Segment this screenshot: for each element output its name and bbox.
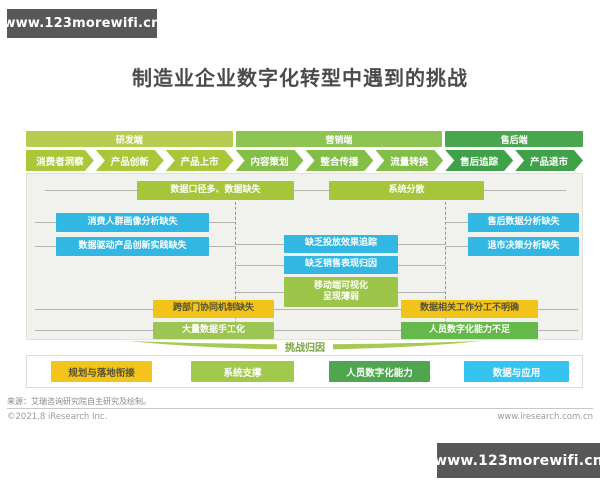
watermark-top: www.123morewifi.cn — [3, 9, 160, 38]
stage-band-marketing: 营销端 — [235, 131, 443, 147]
category-planning: 规划与落地衔接 — [51, 361, 152, 382]
challenge-mobile-visualization: 移动端可视化 呈现薄弱 — [284, 277, 398, 307]
stage-band-aftersales: 售后端 — [445, 131, 583, 147]
step-integrated-communication: 整合传播 — [306, 150, 374, 171]
dashed-divider — [235, 187, 236, 334]
challenge-data-caliber: 数据口径多、数据缺失 — [137, 181, 294, 200]
step-content-planning: 内容策划 — [236, 150, 304, 171]
challenge-aftersales-analysis: 售后数据分析缺失 — [468, 213, 579, 232]
challenge-manual-data: 大量数据手工化 — [153, 322, 274, 339]
watermark-top-text: www.123morewifi.cn — [3, 16, 161, 31]
website-text: www.iresearch.com.cn — [497, 412, 593, 422]
connector-line — [45, 190, 566, 191]
category-row: 规划与落地衔接 系统支撑 人员数字化能力 数据与应用 — [26, 355, 583, 388]
step-product-innovation: 产品创新 — [96, 150, 164, 171]
challenge-cross-department: 跨部门协同机制缺失 — [153, 300, 274, 318]
category-personnel-capability: 人员数字化能力 — [329, 361, 430, 382]
challenge-digital-capability: 人员数字化能力不足 — [401, 322, 538, 339]
connector-line — [35, 330, 578, 331]
category-data-application: 数据与应用 — [464, 361, 569, 382]
step-product-launch: 产品上市 — [166, 150, 234, 171]
step-traffic-conversion: 流量转换 — [375, 150, 443, 171]
attribution-swoosh: 挑战归因 — [125, 339, 485, 354]
stage-band-rd: 研发端 — [26, 131, 233, 147]
watermark-bottom-text: www.123morewifi.cn — [434, 452, 600, 469]
copyright-text: ©2021.8 iResearch Inc. — [7, 412, 108, 422]
step-aftersales-tracking: 售后追踪 — [445, 150, 513, 171]
challenge-sales-attribution: 缺乏销售表现归因 — [284, 256, 398, 274]
challenge-system-scattered: 系统分散 — [329, 181, 484, 200]
challenge-delivery-tracking: 缺乏投放效果追踪 — [284, 235, 398, 253]
challenges-panel: 数据口径多、数据缺失 系统分散 消费人群画像分析缺失 数据驱动产品创新实践缺失 … — [26, 173, 583, 340]
process-steps: 消费者洞察 产品创新 产品上市 内容策划 整合传播 流量转换 售后追踪 产品退市 — [26, 150, 583, 171]
step-consumer-insight: 消费者洞察 — [26, 150, 94, 171]
source-note: 来源：艾瑞咨询研究院自主研究及绘制。 — [7, 397, 151, 406]
challenge-delisting-decision: 退市决策分析缺失 — [468, 237, 579, 256]
step-product-delisting: 产品退市 — [515, 150, 583, 171]
footer-divider — [7, 408, 593, 409]
stage-bands: 研发端 营销端 售后端 — [26, 131, 583, 147]
challenge-data-driven-innovation: 数据驱动产品创新实践缺失 — [56, 237, 209, 256]
connector-line — [35, 309, 578, 310]
watermark-bottom: www.123morewifi.cn — [434, 443, 600, 478]
challenge-consumer-profile: 消费人群画像分析缺失 — [56, 213, 209, 232]
attribution-label: 挑战归因 — [125, 339, 485, 354]
page-title: 制造业企业数字化转型中遇到的挑战 — [132, 66, 468, 90]
challenge-unclear-division: 数据相关工作分工不明确 — [401, 300, 538, 318]
category-system-support: 系统支撑 — [191, 361, 294, 382]
dashed-divider — [445, 187, 446, 334]
